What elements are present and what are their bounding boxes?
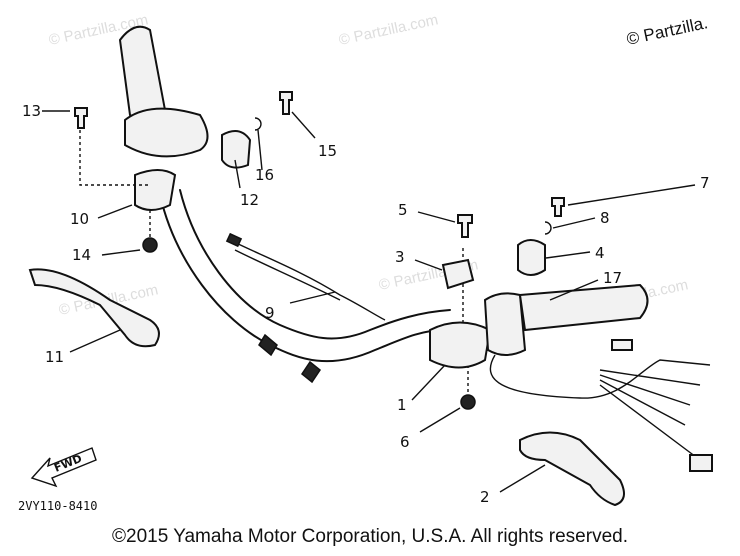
callout-line-7 — [567, 184, 696, 206]
throttle-housing — [483, 292, 527, 356]
callout-8: 8 — [600, 209, 610, 227]
callout-line-10 — [97, 204, 133, 219]
diagram-code: 2VY110-8410 — [18, 499, 97, 513]
callout-line-9 — [289, 291, 336, 304]
nut-14 — [142, 237, 158, 253]
corner-brand: © Partzilla. — [625, 13, 710, 49]
nut-6 — [460, 394, 476, 410]
callout-line-14 — [101, 249, 141, 256]
callout-17: 17 — [603, 269, 622, 287]
callout-14: 14 — [72, 246, 91, 264]
lever-holder-10 — [134, 169, 177, 211]
master-cylinder-holder-1 — [429, 321, 492, 369]
callout-9: 9 — [265, 304, 275, 322]
callout-11: 11 — [45, 348, 64, 366]
callout-3: 3 — [395, 248, 405, 266]
handlebar-band-2 — [300, 360, 322, 384]
callout-line-4 — [545, 251, 591, 259]
callout-1: 1 — [397, 396, 407, 414]
callout-line-17 — [549, 279, 599, 301]
throttle-grip-17 — [518, 283, 649, 332]
callout-16: 16 — [255, 166, 274, 184]
screw-15 — [279, 91, 293, 115]
switch-12 — [221, 130, 252, 169]
washer-16 — [254, 117, 262, 131]
callout-line-1 — [411, 364, 446, 401]
washer-8 — [544, 221, 552, 235]
callout-line-15 — [291, 111, 316, 139]
clamp-3 — [441, 258, 475, 290]
brake-lever-2 — [519, 431, 625, 507]
callout-13: 13 — [22, 102, 41, 120]
callout-line-16 — [257, 129, 263, 171]
callout-line-12 — [234, 159, 241, 189]
connector-a — [611, 339, 633, 351]
lever-housing — [124, 107, 209, 158]
handlebar-band-1 — [258, 333, 278, 357]
callout-10: 10 — [70, 210, 89, 228]
watermark-2: © Partzilla.com — [337, 11, 439, 49]
handlebar — [159, 189, 451, 384]
fwd-arrow-icon — [30, 447, 97, 488]
harness-wires — [599, 369, 701, 461]
copyright-notice: ©2015 Yamaha Motor Corporation, U.S.A. A… — [112, 526, 628, 547]
callout-15: 15 — [318, 142, 337, 160]
screw-7 — [551, 197, 565, 217]
throttle-wires — [489, 354, 711, 399]
callout-12: 12 — [240, 191, 259, 209]
bolt-5 — [457, 214, 473, 238]
screw-13 — [74, 107, 88, 129]
callout-2: 2 — [480, 488, 490, 506]
leader-13 — [79, 130, 150, 186]
callout-4: 4 — [595, 244, 605, 262]
callout-7: 7 — [700, 174, 710, 192]
callout-5: 5 — [398, 201, 408, 219]
callout-6: 6 — [400, 433, 410, 451]
callout-line-3 — [414, 259, 443, 271]
left-grip — [118, 25, 167, 120]
clutch-lever-11 — [28, 268, 160, 348]
right-switch-assembly — [429, 197, 713, 507]
callout-line-8 — [552, 217, 596, 229]
switch-4 — [517, 239, 546, 276]
callout-line-2 — [499, 464, 546, 493]
callout-line-11 — [69, 329, 121, 353]
left-grip-assembly — [74, 25, 293, 253]
callout-line-5 — [417, 211, 456, 223]
connector-b — [689, 454, 713, 472]
callout-line-6 — [419, 407, 461, 433]
fwd-arrow: FWD — [30, 447, 97, 488]
